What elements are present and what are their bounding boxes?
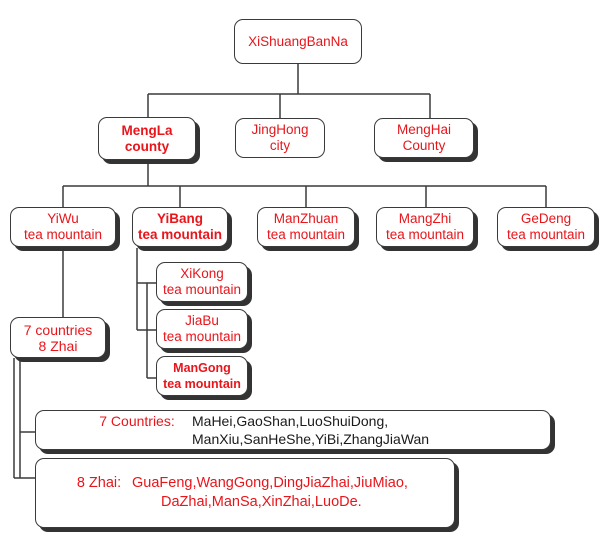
root-label: XiShuangBanNa xyxy=(248,33,348,49)
node-jinghong-city: JingHong city xyxy=(235,118,325,158)
mangong-name: ManGong xyxy=(173,361,231,375)
zhai-list-line2: DaZhai,ManSa,XinZhai,LuoDe. xyxy=(161,494,362,510)
zhai-label: 8 Zhai: xyxy=(76,475,122,491)
yiwu-name: YiWu xyxy=(47,211,79,226)
menghai-type: County xyxy=(402,138,446,153)
root-node-xishuangbanna: XiShuangBanNa xyxy=(234,19,362,64)
node-7-countries-8-zhai: 7 countries 8 Zhai xyxy=(10,317,106,358)
zhai-list-line1: GuaFeng,WangGong,DingJiaZhai,JiuMiao, xyxy=(132,475,408,491)
mengla-name: MengLa xyxy=(121,122,173,138)
node-xikong-tea-mountain: XiKong tea mountain xyxy=(156,262,248,302)
node-menghai-county: MengHai County xyxy=(374,118,474,158)
node-mangzhi-tea-mountain: MangZhi tea mountain xyxy=(376,207,474,247)
jinghong-name: JingHong xyxy=(251,122,309,137)
detail-7-countries: 7 Countries: MaHei,GaoShan,LuoShuiDong, … xyxy=(35,410,551,450)
node-mengla-county: MengLa county xyxy=(98,117,196,160)
node-gedeng-tea-mountain: GeDeng tea mountain xyxy=(497,207,595,247)
manzhuan-name: ManZhuan xyxy=(273,211,339,226)
detail-8-zhai: 8 Zhai: GuaFeng,WangGong,DingJiaZhai,Jiu… xyxy=(35,458,455,528)
mangzhi-name: MangZhi xyxy=(398,211,452,226)
jiabu-name: JiaBu xyxy=(185,313,219,328)
mangong-type: tea mountain xyxy=(163,377,241,391)
gedeng-name: GeDeng xyxy=(520,211,572,226)
mangzhi-type: tea mountain xyxy=(385,227,465,242)
mengla-type: county xyxy=(124,138,170,154)
jiabu-type: tea mountain xyxy=(162,329,242,344)
xikong-name: XiKong xyxy=(180,266,224,281)
yibang-type: tea mountain xyxy=(137,227,222,242)
node-mangong-tea-mountain: ManGong tea mountain xyxy=(156,356,248,396)
node-jiabu-tea-mountain: JiaBu tea mountain xyxy=(156,309,248,349)
gedeng-type: tea mountain xyxy=(506,227,586,242)
yiwu-type: tea mountain xyxy=(23,227,103,242)
countries-list-line1: MaHei,GaoShan,LuoShuiDong, xyxy=(192,413,389,429)
countries-list-line2: ManXiu,SanHeShe,YiBi,ZhangJiaWan xyxy=(192,431,430,447)
menghai-name: MengHai xyxy=(396,122,452,137)
xikong-type: tea mountain xyxy=(162,282,242,297)
zhai-count: 8 Zhai xyxy=(38,337,78,354)
node-manzhuan-tea-mountain: ManZhuan tea mountain xyxy=(257,207,355,247)
countries-label: 7 Countries: xyxy=(99,413,175,429)
node-yiwu-tea-mountain: YiWu tea mountain xyxy=(10,207,116,247)
manzhuan-type: tea mountain xyxy=(266,227,346,242)
yibang-name: YiBang xyxy=(156,211,203,226)
jinghong-type: city xyxy=(269,138,291,153)
node-yibang-tea-mountain: YiBang tea mountain xyxy=(132,207,228,247)
countries-count: 7 countries xyxy=(23,321,93,338)
